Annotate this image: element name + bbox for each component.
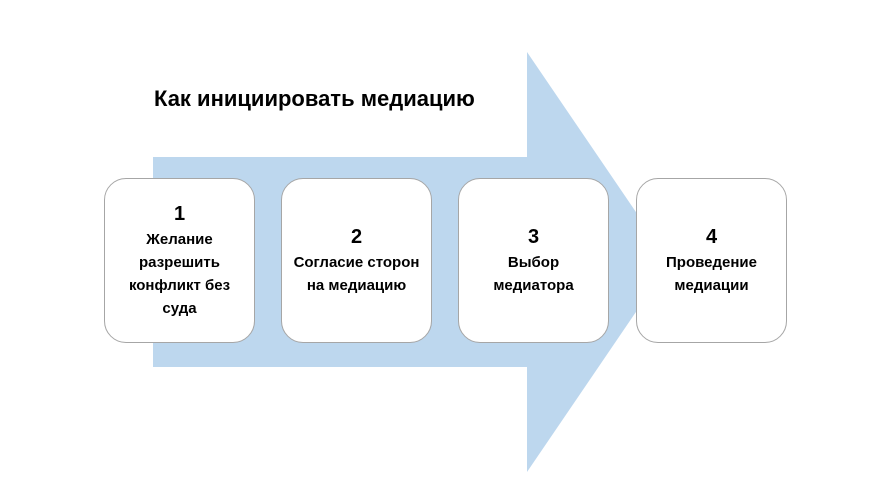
step-box-1: 1 Желание разрешить конфликт без суда xyxy=(104,178,255,343)
step-label-line: Согласие сторон xyxy=(293,253,420,271)
step-box-2: 2 Согласие сторон на медиацию xyxy=(281,178,432,343)
step-label-line: разрешить xyxy=(139,253,220,271)
step-box-4: 4 Проведение медиации xyxy=(636,178,787,343)
step-number: 4 xyxy=(705,225,718,248)
step-number: 2 xyxy=(350,225,363,248)
step-label-line: Желание xyxy=(146,230,213,248)
step-box-3: 3 Выбор медиатора xyxy=(458,178,609,343)
step-label-line: Выбор xyxy=(507,253,560,271)
step-number: 1 xyxy=(173,202,186,225)
step-label-line: медиатора xyxy=(493,276,574,294)
step-label-line: медиации xyxy=(674,276,749,294)
step-label-line: на медиацию xyxy=(306,276,407,294)
step-label-line: конфликт без xyxy=(128,276,231,294)
step-number: 3 xyxy=(527,225,540,248)
diagram-title: Как инициировать медиацию xyxy=(154,86,475,111)
step-label-line: Проведение xyxy=(666,253,757,271)
step-label-line: суда xyxy=(162,299,197,317)
